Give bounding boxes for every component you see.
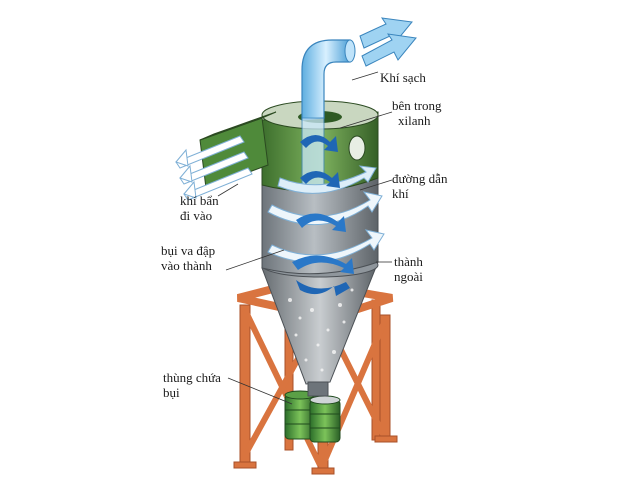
arrow-clean-air-icon: [359, 17, 417, 67]
label-outer-wall: thành ngoài: [394, 254, 423, 284]
label-dirty-air-in: khí bẩn đi vào: [180, 193, 219, 223]
label-clean-air: Khí sạch: [380, 70, 426, 85]
cyclone-cone: [261, 261, 379, 385]
label-air-guide: đường dẫn khí: [392, 171, 448, 201]
leader-lines: [217, 71, 393, 405]
arrow-dirty-air-icon: [175, 135, 253, 201]
vortex-arrow-icon: [267, 135, 385, 296]
dust-barrels: [284, 390, 341, 443]
label-inner-cylinder: bên trong xilanh: [392, 98, 442, 128]
label-dust-impact: bụi va đập vào thành: [161, 243, 216, 273]
dust-particles: [288, 288, 354, 372]
label-dust-bin: thùng chứa bụi: [163, 370, 221, 400]
inlet-duct: [175, 111, 277, 201]
